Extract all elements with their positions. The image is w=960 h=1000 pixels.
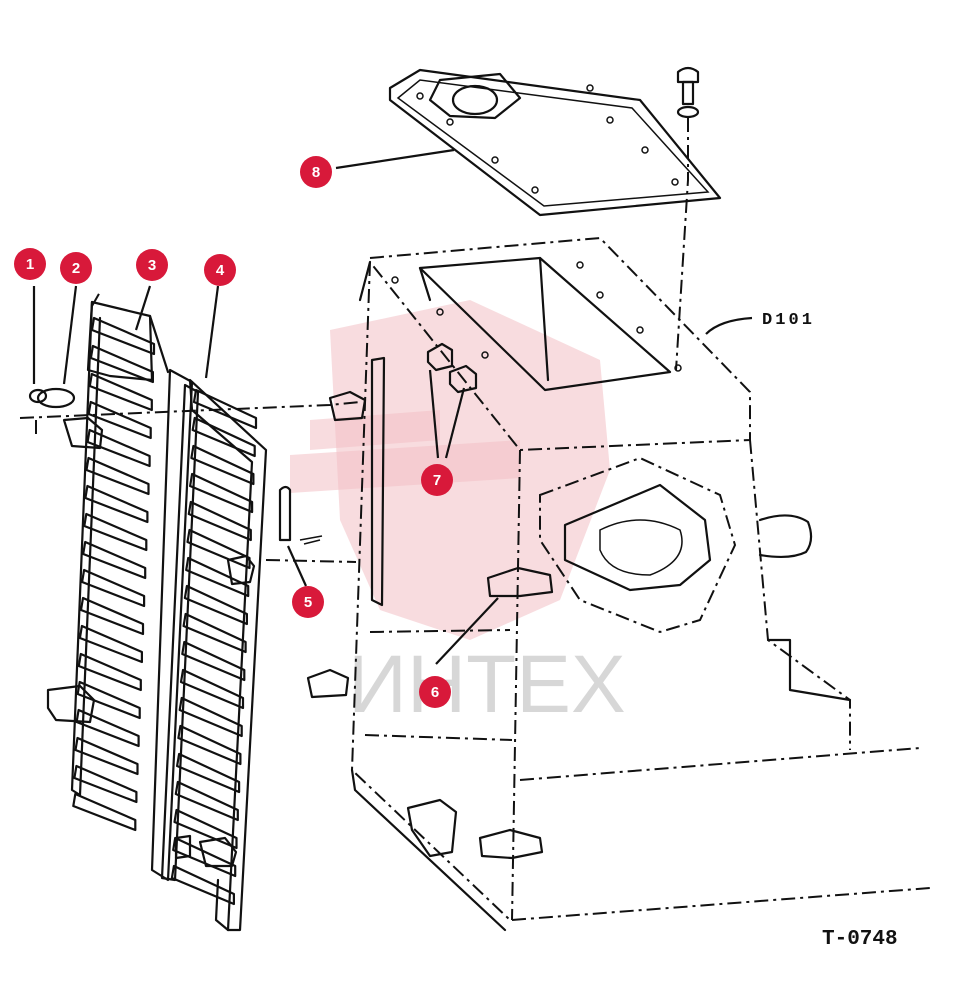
callout-label: 3 bbox=[148, 257, 156, 274]
callout-circle bbox=[419, 676, 451, 708]
callout-circle bbox=[136, 249, 168, 281]
louver-front bbox=[170, 864, 235, 906]
louver-front bbox=[190, 444, 255, 486]
louver-back bbox=[82, 540, 147, 580]
callout-label: 1 bbox=[26, 256, 34, 273]
callout-8: 8 bbox=[300, 156, 332, 188]
louver-back bbox=[81, 568, 146, 608]
louver-back bbox=[73, 764, 138, 804]
watermark-text: ИНТЕХ bbox=[348, 639, 626, 730]
louver-back bbox=[86, 428, 151, 468]
louver-front bbox=[183, 584, 248, 626]
cover-plate bbox=[388, 68, 722, 217]
louver-back bbox=[87, 400, 152, 440]
callout-5: 5 bbox=[292, 586, 324, 618]
louver-front bbox=[191, 416, 256, 458]
louver-back bbox=[79, 596, 145, 636]
callout-1: 1 bbox=[14, 248, 46, 280]
callout-circle bbox=[292, 586, 324, 618]
callout-7: 7 bbox=[421, 464, 453, 496]
callout-3: 3 bbox=[136, 249, 168, 281]
louver-front bbox=[179, 668, 245, 710]
louver-back bbox=[75, 708, 140, 748]
callout-circle bbox=[421, 464, 453, 496]
louver-back bbox=[74, 736, 139, 776]
d101-leader bbox=[705, 316, 753, 335]
callout-label: 4 bbox=[216, 262, 225, 279]
callout-label: 5 bbox=[304, 594, 312, 611]
screw bbox=[278, 485, 323, 545]
callout-label: 8 bbox=[312, 164, 320, 181]
callout-label: 7 bbox=[433, 472, 441, 489]
callout-label: 6 bbox=[431, 684, 439, 701]
housing-d101 bbox=[306, 236, 931, 932]
louver-back bbox=[84, 484, 149, 524]
callout-2: 2 bbox=[60, 252, 92, 284]
leader-lines bbox=[32, 148, 499, 665]
louver-back bbox=[78, 624, 143, 664]
louver-back bbox=[77, 652, 142, 692]
louver-front bbox=[178, 696, 243, 738]
grille-louvers bbox=[72, 316, 258, 906]
louver-back bbox=[72, 792, 137, 832]
callout-label: 2 bbox=[72, 260, 80, 277]
louver-back bbox=[83, 512, 148, 552]
louver-back bbox=[90, 316, 156, 356]
callout-circle bbox=[60, 252, 92, 284]
louver-back bbox=[76, 680, 141, 720]
callout-markers: 1 2 3 4 5 6 7 8 bbox=[14, 156, 453, 708]
louver-front bbox=[177, 724, 242, 766]
drawing-id: T-0748 bbox=[822, 928, 898, 951]
louver-front bbox=[176, 752, 241, 794]
watermark-logo bbox=[290, 300, 610, 640]
louver-front bbox=[186, 528, 251, 570]
callout-6: 6 bbox=[419, 676, 451, 708]
callout-circle bbox=[14, 248, 46, 280]
louver-front bbox=[189, 472, 254, 514]
louver-front bbox=[174, 780, 239, 822]
part-label-d101: D101 bbox=[762, 311, 812, 330]
louver-back bbox=[89, 344, 154, 384]
louver-front bbox=[181, 640, 246, 682]
grille-assembly bbox=[46, 300, 268, 932]
louver-front bbox=[182, 612, 247, 654]
pin-and-clip bbox=[28, 387, 76, 409]
louver-front bbox=[187, 500, 252, 542]
louver-back bbox=[88, 372, 153, 412]
louver-front bbox=[173, 808, 238, 850]
louver-back bbox=[85, 456, 150, 496]
callout-circle bbox=[204, 254, 236, 286]
callout-4: 4 bbox=[204, 254, 236, 286]
louver-front bbox=[185, 556, 250, 598]
bolt bbox=[676, 66, 700, 119]
louver-front bbox=[172, 836, 237, 878]
callout-circle bbox=[300, 156, 332, 188]
